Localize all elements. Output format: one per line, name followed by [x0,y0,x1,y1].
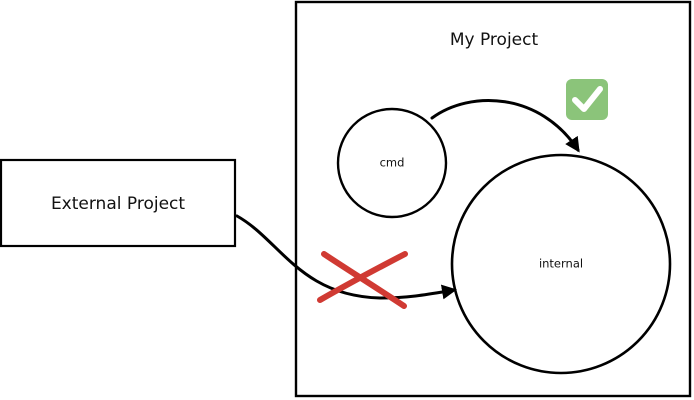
external-project-label: External Project [51,194,185,214]
cmd-label: cmd [380,156,405,170]
internal-label: internal [539,257,583,271]
check-icon [566,79,608,120]
cross-icon [317,251,408,309]
external-to-internal-arrow [235,214,457,300]
my-project-title: My Project [450,30,539,50]
cmd-node: cmd [336,107,448,219]
external-project-box: External Project [0,158,237,248]
internal-node: internal [450,153,672,375]
cmd-to-internal-arrow [430,99,580,153]
